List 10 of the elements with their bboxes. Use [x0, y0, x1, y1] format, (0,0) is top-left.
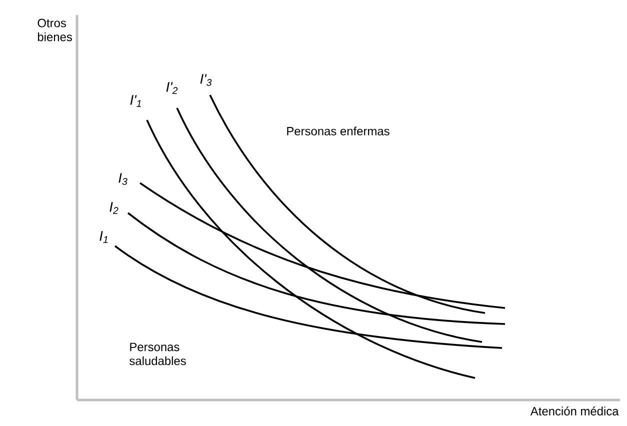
curve-label: I'$_{2}$ — [166, 82, 178, 94]
region-label: Personas enfermas — [287, 126, 390, 136]
region-label: Personas saludables — [130, 342, 186, 366]
axis-label: Atención médica — [530, 406, 619, 416]
curve-label: I'$_{1}$ — [130, 95, 141, 107]
curve-label: I$_{2}$ — [110, 202, 118, 214]
curve-label: I$_{3}$ — [118, 173, 128, 185]
curve-label: I$_{1}$ — [100, 231, 108, 243]
axis-label: Otros bienes — [38, 18, 72, 42]
curve-label: I'$_{3}$ — [200, 74, 212, 86]
